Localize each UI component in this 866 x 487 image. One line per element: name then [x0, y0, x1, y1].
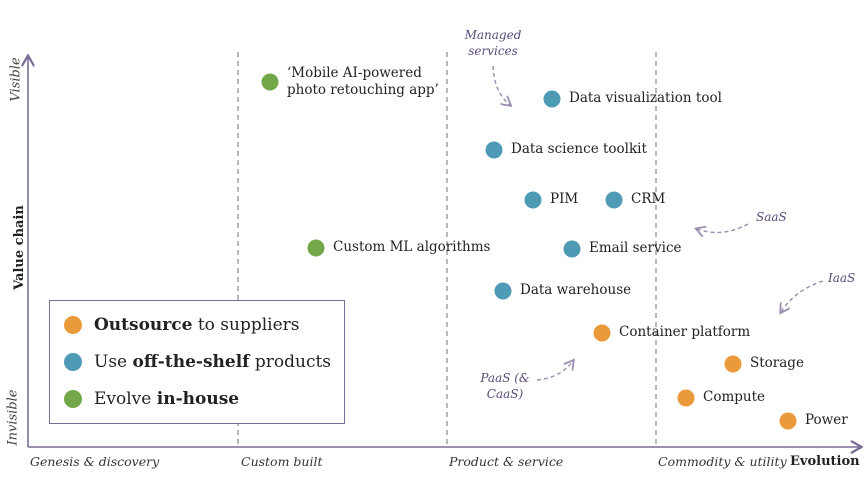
legend-shelf-text: products [249, 352, 332, 372]
y-axis-top-label: Visible [8, 57, 24, 102]
legend-item-off-the-shelf: Use off-the-shelf products [64, 352, 331, 372]
node-label-warehouse: Data warehouse [520, 282, 632, 298]
managed-services-arrow [492, 65, 510, 105]
legend-dot-outsource [64, 316, 82, 334]
node-label-compute: Compute [703, 389, 766, 405]
node-label-crm: CRM [631, 191, 666, 207]
legend-dot-in-house [64, 390, 82, 408]
node-dot-data-science [485, 141, 503, 159]
node-dot-pim [524, 191, 542, 209]
iaas-arrow [781, 280, 824, 312]
y-axis-bottom-label: Invisible [5, 389, 21, 446]
node-label-custom-ml: Custom ML algorithms [333, 239, 491, 255]
legend-house-bold: in-house [156, 389, 240, 409]
legend: Outsource to suppliers Use off-the-shelf… [49, 300, 345, 424]
legend-shelf-pre: Use [94, 352, 133, 372]
legend-outsource-text: to suppliers [192, 315, 300, 335]
node-label-pim: PIM [550, 191, 579, 207]
annotation-saas: SaaS [756, 210, 787, 224]
annotation-managed-services: Managed services [464, 28, 522, 58]
legend-item-in-house: Evolve in-house [64, 389, 239, 409]
node-dot-warehouse [494, 282, 512, 300]
stage-label-genesis: Genesis & discovery [30, 454, 160, 469]
node-dot-power [779, 412, 797, 430]
node-label-email: Email service [589, 240, 682, 256]
node-dot-crm [605, 191, 623, 209]
annotation-iaas: IaaS [828, 271, 856, 285]
x-axis-title: Evolution [790, 454, 860, 469]
node-label-container: Container platform [619, 324, 751, 340]
node-dot-compute [677, 389, 695, 407]
annotation-paas: PaaS (& CaaS) [480, 371, 530, 401]
node-label-data-viz: Data visualization tool [569, 90, 722, 106]
stage-label-custom: Custom built [241, 454, 323, 469]
legend-dot-off-the-shelf [64, 353, 82, 371]
stage-label-product: Product & service [449, 454, 564, 469]
stage-label-commodity: Commodity & utility [658, 454, 787, 469]
node-label-storage: Storage [750, 355, 804, 371]
saas-arrow [697, 223, 749, 233]
node-dot-storage [724, 355, 742, 373]
node-label-mobile-app: ‘Mobile AI-powered photo retouching app’ [287, 65, 439, 98]
node-dot-data-viz [543, 90, 561, 108]
node-label-power: Power [805, 412, 848, 428]
legend-outsource-bold: Outsource [94, 315, 193, 335]
node-label-data-science: Data science toolkit [511, 141, 647, 157]
legend-shelf-bold: off-the-shelf [132, 352, 250, 372]
y-axis-title: Value chain [11, 205, 27, 290]
node-dot-custom-ml [307, 239, 325, 257]
paas-arrow [536, 361, 573, 381]
node-dot-email [563, 240, 581, 258]
legend-item-outsource: Outsource to suppliers [64, 315, 300, 335]
node-dot-container [593, 324, 611, 342]
legend-house-pre: Evolve [94, 389, 157, 409]
node-dot-mobile-app [261, 73, 279, 91]
